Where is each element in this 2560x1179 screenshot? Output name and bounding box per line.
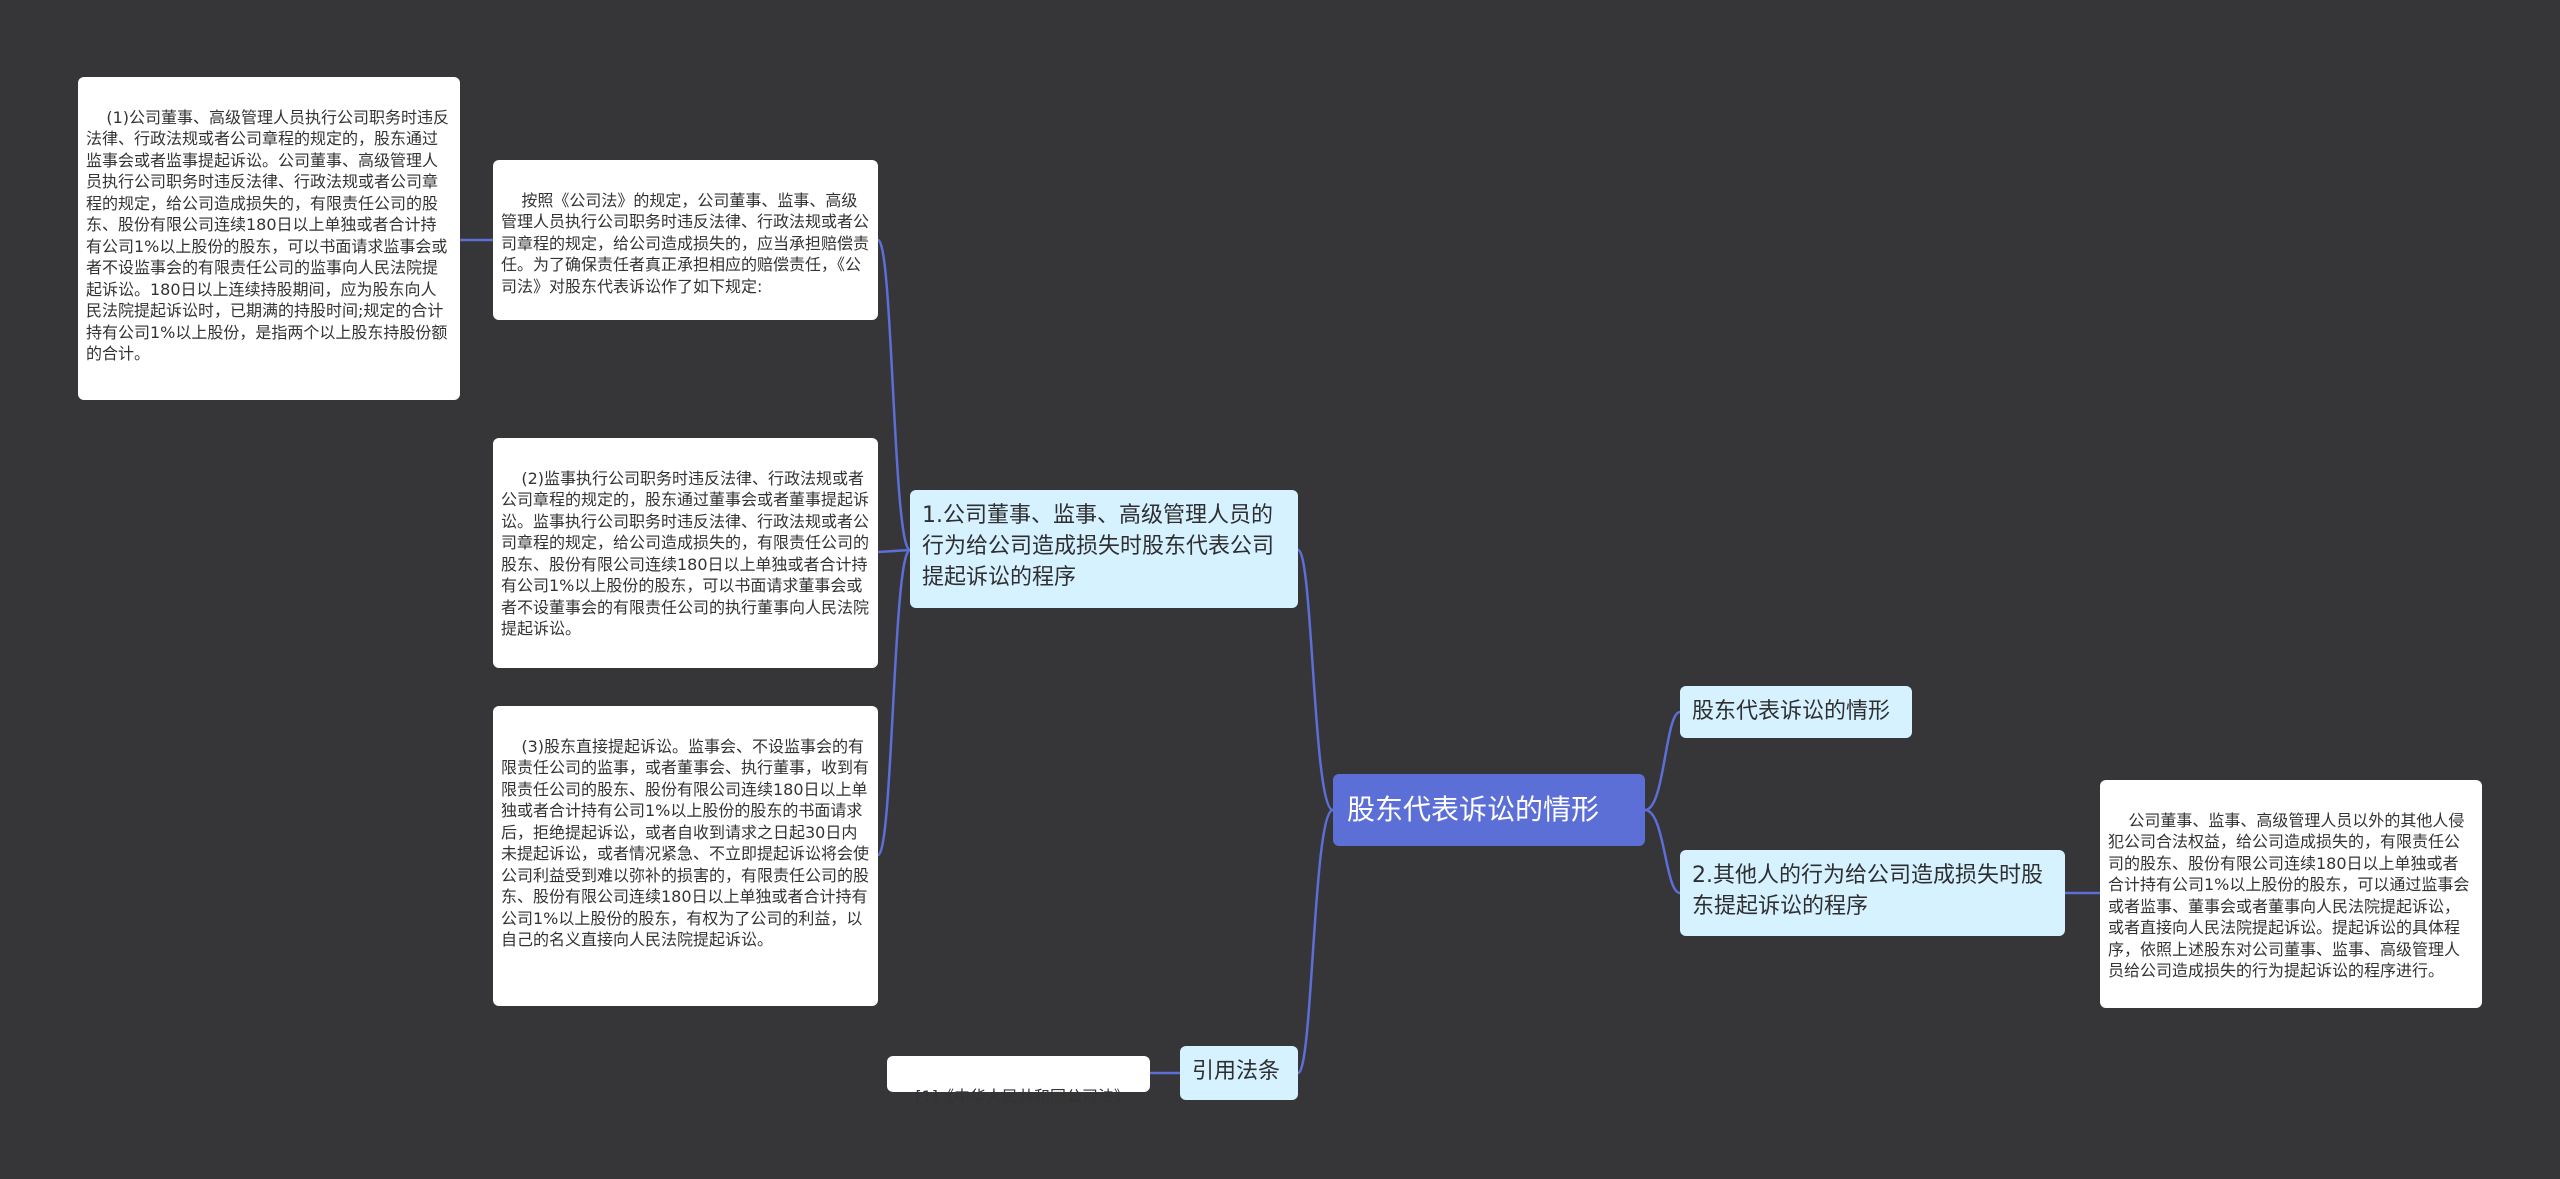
- leaf-item2-text: (2)监事执行公司职务时违反法律、行政法规或者公司章程的规定的，股东通过董事会或…: [501, 468, 870, 639]
- connector-root-situations: [1644, 710, 1681, 812]
- branch-situations-label: 股东代表诉讼的情形: [1692, 699, 1891, 724]
- leaf-others-text: 公司董事、监事、高级管理人员以外的其他人侵犯公司合法权益，给公司造成损失的，有限…: [2108, 810, 2470, 981]
- leaf-procedure-item2[interactable]: (2)监事执行公司职务时违反法律、行政法规或者公司章程的规定的，股东通过董事会或…: [493, 438, 878, 668]
- leaf-item3-text: (3)股东直接提起诉讼。监事会、不设监事会的有限责任公司的监事，或者董事会、执行…: [501, 736, 870, 950]
- connector-procedure-intro: [876, 238, 912, 552]
- branch-procedure[interactable]: 1.公司董事、监事、高级管理人员的行为给公司造成损失时股东代表公司提起诉讼的程序: [910, 490, 1298, 608]
- connector-root-procedure: [1296, 548, 1334, 812]
- root-label: 股东代表诉讼的情形: [1347, 793, 1600, 826]
- leaf-intro-text: 按照《公司法》的规定，公司董事、监事、高级管理人员执行公司职务时违反法律、行政法…: [501, 190, 870, 296]
- root-node[interactable]: 股东代表诉讼的情形: [1333, 774, 1645, 846]
- leaf-citation-text: [1]《中华人民共和国公司法》: [915, 1086, 1131, 1106]
- branch-citation-label: 引用法条: [1192, 1059, 1281, 1084]
- connector-root-citation: [1296, 808, 1334, 1075]
- branch-citation[interactable]: 引用法条: [1180, 1046, 1298, 1100]
- leaf-procedure-intro[interactable]: 按照《公司法》的规定，公司董事、监事、高级管理人员执行公司职务时违反法律、行政法…: [493, 160, 878, 320]
- connector-procedure-item3: [876, 548, 912, 857]
- branch-procedure-label: 1.公司董事、监事、高级管理人员的行为给公司造成损失时股东代表公司提起诉讼的程序: [922, 503, 1275, 590]
- leaf-procedure-item1[interactable]: (1)公司董事、高级管理人员执行公司职务时违反法律、行政法规或者公司章程的规定的…: [78, 77, 460, 400]
- branch-situations[interactable]: 股东代表诉讼的情形: [1680, 686, 1912, 738]
- connector-root-others: [1644, 808, 1681, 895]
- leaf-item1-text: (1)公司董事、高级管理人员执行公司职务时违反法律、行政法规或者公司章程的规定的…: [86, 107, 450, 364]
- leaf-procedure-item3[interactable]: (3)股东直接提起诉讼。监事会、不设监事会的有限责任公司的监事，或者董事会、执行…: [493, 706, 878, 1006]
- leaf-others-detail[interactable]: 公司董事、监事、高级管理人员以外的其他人侵犯公司合法权益，给公司造成损失的，有限…: [2100, 780, 2482, 1008]
- connector-procedure-item2: [877, 548, 911, 554]
- leaf-citation-law[interactable]: [1]《中华人民共和国公司法》: [887, 1056, 1150, 1106]
- branch-others[interactable]: 2.其他人的行为给公司造成损失时股东提起诉讼的程序: [1680, 850, 2065, 936]
- branch-others-label: 2.其他人的行为给公司造成损失时股东提起诉讼的程序: [1692, 863, 2043, 919]
